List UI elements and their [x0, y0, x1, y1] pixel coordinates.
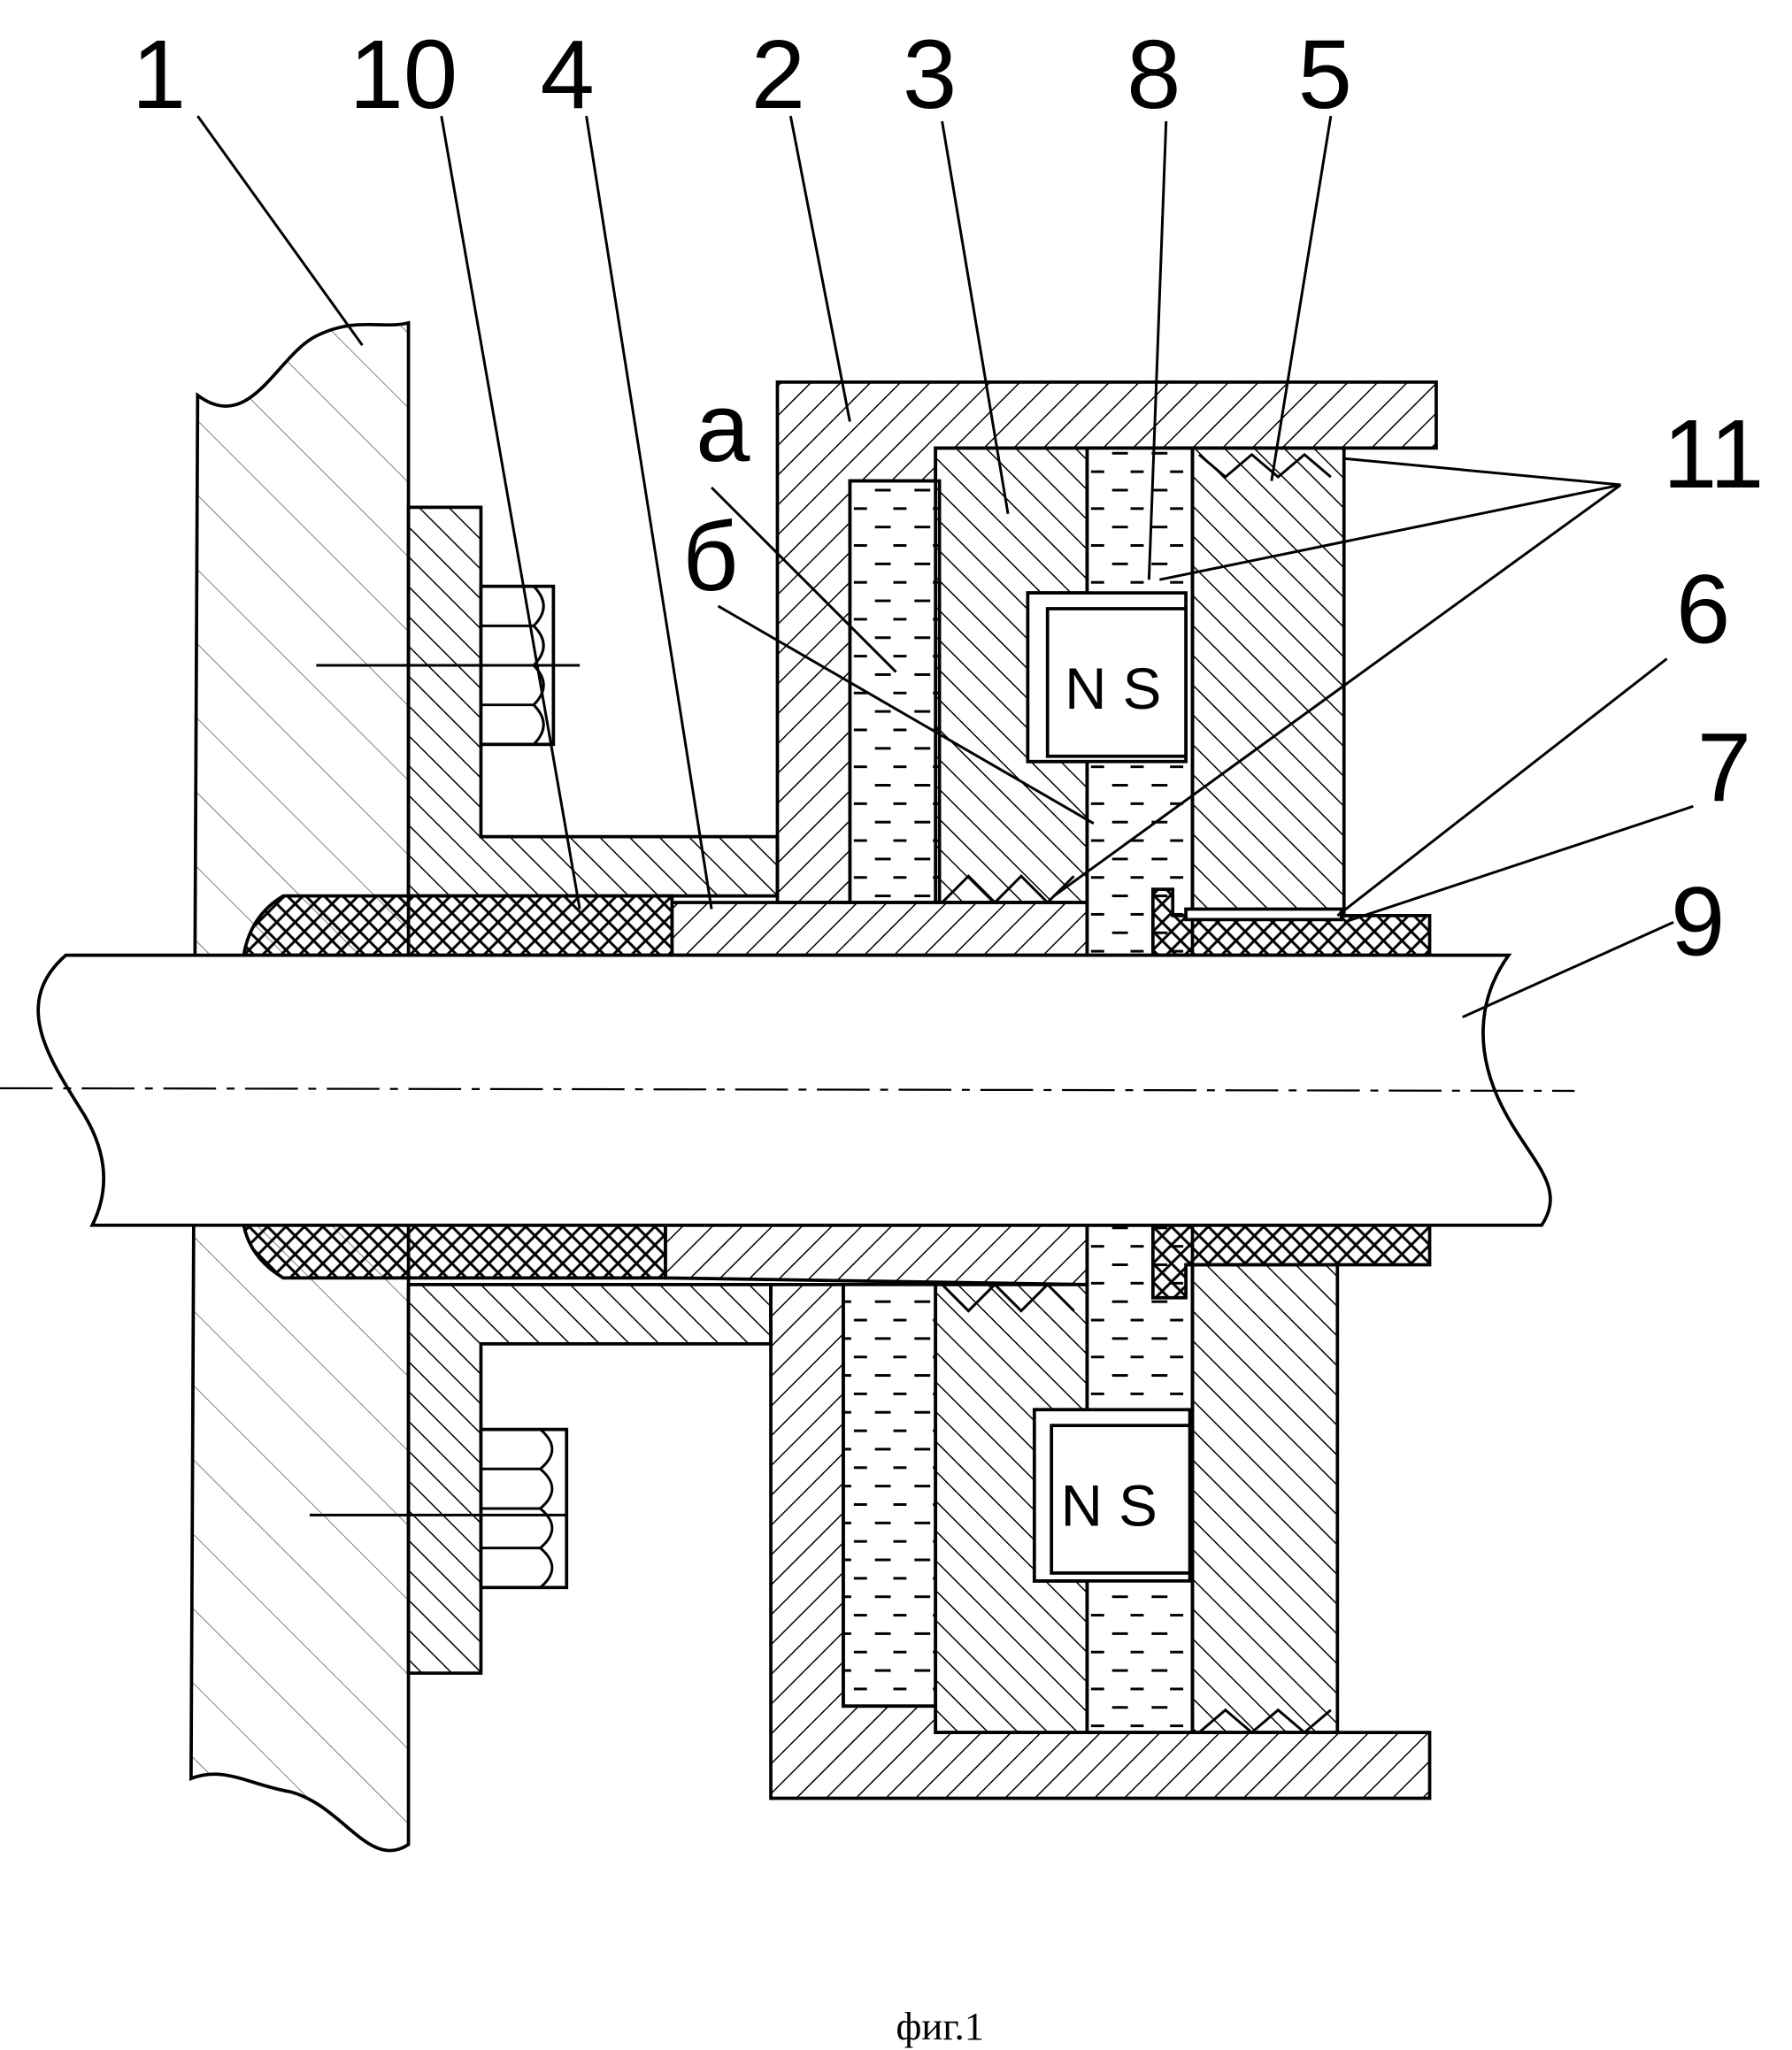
label-9: 9 — [1671, 868, 1725, 977]
label-5: 5 — [1298, 20, 1352, 129]
magnet-upper: N S — [1026, 591, 1188, 764]
bolt-upper — [316, 584, 581, 747]
label-11: 11 — [1663, 400, 1764, 509]
figure-caption: фиг.1 — [896, 2004, 985, 2048]
pole-part-5-upper — [1190, 446, 1346, 918]
bolt-lower — [309, 1427, 569, 1590]
centerline — [0, 1086, 1575, 1093]
label-7: 7 — [1697, 713, 1751, 822]
label-3: 3 — [903, 20, 957, 129]
label-a: а — [696, 373, 750, 482]
pole-part-5-lower — [1190, 1263, 1340, 1734]
shaft-part-9 — [36, 953, 1552, 1227]
magnet-lower-label: N S — [1061, 1473, 1157, 1538]
leader-lines — [196, 115, 1694, 1018]
flange-lower — [406, 1282, 773, 1675]
label-1: 1 — [132, 20, 186, 129]
label-10: 10 — [350, 20, 458, 129]
seal-part-10-upper — [242, 894, 674, 957]
label-8: 8 — [1127, 20, 1181, 129]
label-4: 4 — [540, 20, 594, 129]
magnet-upper-label: N S — [1065, 656, 1161, 721]
magnet-lower: N S — [1032, 1408, 1192, 1583]
fluid-left-lower — [842, 1282, 938, 1708]
label-2: 2 — [751, 20, 805, 129]
seal-part-10-lower — [242, 1223, 667, 1280]
sleeve-part-4-upper — [670, 901, 1089, 957]
label-b: б — [682, 503, 738, 611]
sleeve-part-4-lower — [664, 1223, 1089, 1286]
fluid-left-upper — [848, 479, 942, 904]
label-6: 6 — [1676, 556, 1730, 664]
